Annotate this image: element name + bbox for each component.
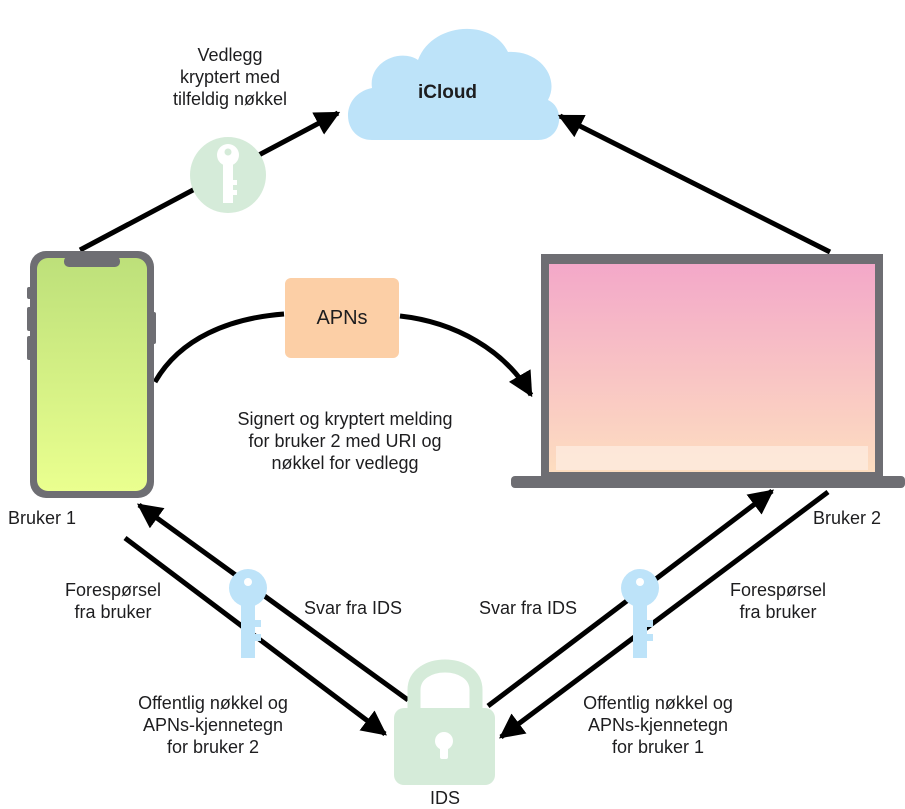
pubkey-right-label: Offentlig nøkkel og APNs-kjennetegn for …	[583, 693, 733, 757]
apns-label: APNs	[316, 306, 368, 329]
icloud-label: iCloud	[417, 82, 478, 103]
key-icon	[621, 569, 659, 658]
request-right-label: Forespørsel fra bruker	[729, 580, 827, 622]
arrow-apns-to-laptop	[399, 313, 534, 398]
attachment-label: Vedlegg kryptert med tilfeldig nøkkel	[172, 45, 288, 109]
arrow-laptop-request-to-ids	[498, 489, 830, 740]
request-left-label: Forespørsel fra bruker	[64, 580, 162, 622]
ids-label: IDS	[429, 788, 460, 808]
arrow-phone-to-apns	[152, 311, 285, 384]
message-label: Signert og kryptert melding for bruker 2…	[237, 409, 453, 473]
apns-box: APNs	[285, 278, 399, 358]
user2-label: Bruker 2	[813, 508, 882, 528]
arrow-laptop-to-icloud	[557, 113, 832, 255]
arrow-ids-reply-to-phone	[136, 502, 410, 703]
iphone-icon	[27, 251, 156, 498]
reply-left-label: Svar fra IDS	[304, 598, 403, 618]
cloud-icon	[347, 28, 560, 140]
pubkey-left-label: Offentlig nøkkel og APNs-kjennetegn for …	[138, 693, 288, 757]
user1-label: Bruker 1	[8, 508, 77, 528]
lock-icon	[394, 659, 495, 785]
laptop-icon	[511, 254, 905, 488]
reply-right-label: Svar fra IDS	[479, 598, 578, 618]
key-icon	[190, 137, 266, 213]
key-icon	[229, 569, 267, 658]
